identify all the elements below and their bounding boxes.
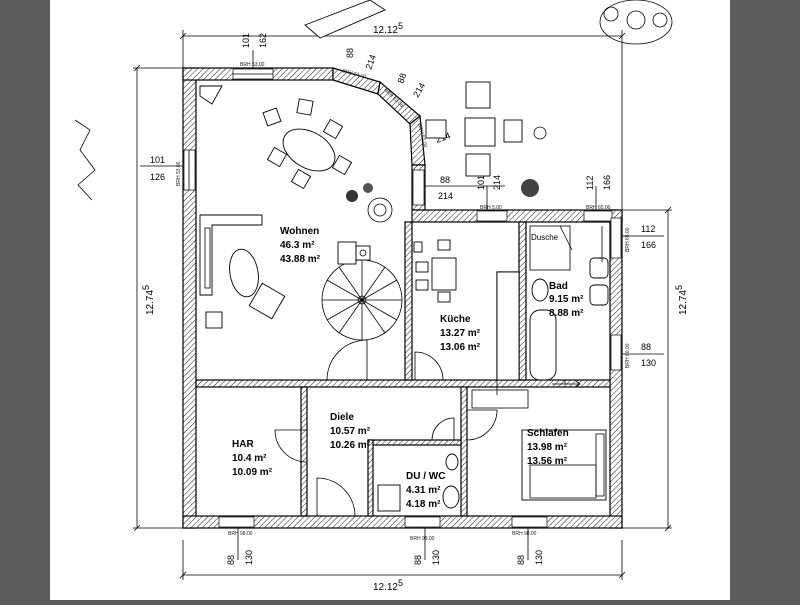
dim-left-overall: 12.745 bbox=[141, 285, 156, 315]
svg-text:4.31 m²: 4.31 m² bbox=[406, 485, 441, 496]
label-dusche: Dusche bbox=[531, 233, 559, 242]
windows bbox=[183, 68, 622, 528]
dim-bay-a4: 88 bbox=[440, 175, 450, 185]
svg-text:9.15 m²: 9.15 m² bbox=[549, 294, 584, 305]
svg-text:Diele: Diele bbox=[330, 412, 354, 423]
svg-text:10.09 m²: 10.09 m² bbox=[232, 467, 273, 478]
dim-right-top-b: 166 bbox=[641, 240, 656, 250]
dim-bot-mid-a: 88 bbox=[413, 555, 423, 565]
svg-text:4.18 m²: 4.18 m² bbox=[406, 499, 441, 510]
svg-text:Bad: Bad bbox=[549, 281, 568, 292]
dim-bay-b4: 214 bbox=[438, 191, 453, 201]
furniture bbox=[74, 0, 673, 512]
svg-text:BRH 65.00: BRH 65.00 bbox=[586, 205, 611, 211]
room-kueche: Küche 13.27 m² 13.06 m² bbox=[440, 314, 481, 353]
svg-text:13.06 m²: 13.06 m² bbox=[440, 342, 481, 353]
dim-bay-a1: 88 bbox=[345, 48, 355, 58]
room-labels: Wohnen 46.3 m² 43.88 m² Küche 13.27 m² 1… bbox=[232, 226, 584, 510]
dim-right-top-a: 112 bbox=[641, 224, 655, 234]
svg-text:BRH 53.00: BRH 53.00 bbox=[240, 62, 265, 68]
dim-bad-a: 112 bbox=[585, 176, 595, 190]
svg-text:BRH 53.00: BRH 53.00 bbox=[176, 161, 182, 186]
svg-text:13.98 m²: 13.98 m² bbox=[527, 442, 568, 453]
dim-bay-b1: 214 bbox=[363, 53, 378, 71]
dim-bot-left-a: 88 bbox=[226, 555, 236, 565]
dim-bay-a2: 88 bbox=[395, 72, 408, 85]
svg-text:8.88 m²: 8.88 m² bbox=[549, 308, 584, 319]
svg-text:13.27 m²: 13.27 m² bbox=[440, 328, 481, 339]
spiral-stair bbox=[321, 241, 403, 341]
svg-text:BRH 65.00: BRH 65.00 bbox=[625, 227, 631, 252]
dim-bot-right-b: 130 bbox=[534, 550, 544, 565]
dimension-lines bbox=[133, 30, 672, 580]
room-wohnen: Wohnen 46.3 m² 43.88 m² bbox=[280, 226, 321, 265]
svg-text:HAR: HAR bbox=[232, 439, 254, 450]
svg-text:BRH 60.00: BRH 60.00 bbox=[625, 343, 631, 368]
svg-text:46.3 m²: 46.3 m² bbox=[280, 240, 315, 251]
dim-bottom-overall: 12.125 bbox=[373, 578, 403, 593]
plan-sheet: 12.125 12.125 12.745 12.745 101 162 88 2… bbox=[50, 0, 730, 600]
dim-bot-mid-b: 130 bbox=[431, 550, 441, 565]
dim-win-topleft-a: 101 bbox=[241, 33, 251, 48]
room-duwc: DU / WC 4.31 m² 4.18 m² bbox=[406, 471, 445, 510]
dim-bad-b: 166 bbox=[602, 175, 612, 190]
svg-text:BRH 98.00: BRH 98.00 bbox=[228, 531, 253, 537]
dim-bot-left-b: 130 bbox=[244, 550, 254, 565]
room-diele: Diele 10.57 m² 10.26 m² bbox=[330, 412, 371, 451]
dim-left-b: 126 bbox=[150, 172, 165, 182]
dim-bay-b2: 214 bbox=[411, 81, 427, 99]
room-har: HAR 10.4 m² 10.09 m² bbox=[232, 439, 273, 478]
svg-text:BRH 98.00: BRH 98.00 bbox=[512, 531, 537, 537]
svg-text:10.4 m²: 10.4 m² bbox=[232, 453, 267, 464]
doors bbox=[274, 339, 581, 517]
dim-win-topleft-b: 162 bbox=[258, 33, 268, 48]
svg-text:DU / WC: DU / WC bbox=[406, 471, 445, 482]
floor-plan: 12.125 12.125 12.745 12.745 101 162 88 2… bbox=[74, 0, 689, 593]
svg-text:BRH 98.00: BRH 98.00 bbox=[410, 536, 435, 542]
dim-right-mid-b: 130 bbox=[641, 358, 656, 368]
room-bad: Bad 9.15 m² 8.88 m² bbox=[549, 281, 584, 319]
dim-kueche-a: 101 bbox=[476, 175, 486, 190]
dim-left-a: 101 bbox=[150, 155, 165, 165]
svg-text:Schlafen: Schlafen bbox=[527, 428, 569, 439]
svg-text:Küche: Küche bbox=[440, 314, 471, 325]
svg-text:43.88 m²: 43.88 m² bbox=[280, 254, 321, 265]
svg-text:BRH 5.00: BRH 5.00 bbox=[480, 205, 502, 211]
svg-text:10.57 m²: 10.57 m² bbox=[330, 426, 371, 437]
svg-text:Wohnen: Wohnen bbox=[280, 226, 319, 237]
svg-text:10.26 m²: 10.26 m² bbox=[330, 440, 371, 451]
dim-top-overall: 12.125 bbox=[373, 21, 403, 36]
svg-text:13.56 m²: 13.56 m² bbox=[527, 456, 568, 467]
room-schlafen: Schlafen 13.98 m² 13.56 m² bbox=[527, 428, 569, 467]
dim-bot-right-a: 88 bbox=[516, 555, 526, 565]
dim-kueche-b: 214 bbox=[492, 175, 502, 190]
dim-right-overall: 12.745 bbox=[674, 285, 689, 315]
dim-right-mid-a: 88 bbox=[641, 342, 651, 352]
